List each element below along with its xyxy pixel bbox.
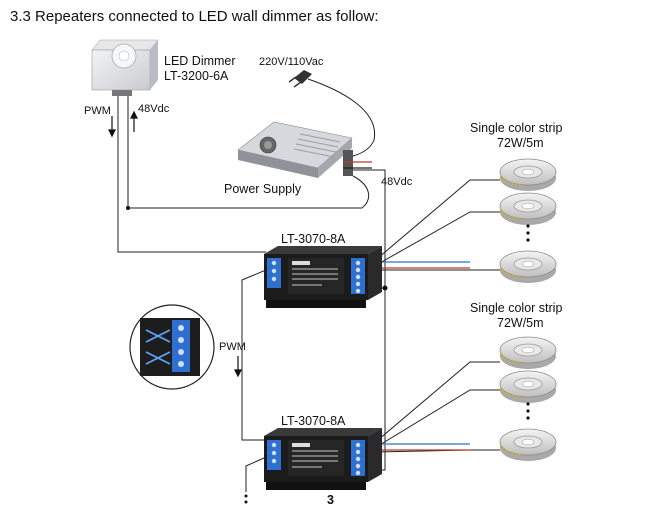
repeater-1 xyxy=(264,246,382,308)
wiring xyxy=(117,96,500,492)
strip-group-1-title: Single color strip xyxy=(470,121,563,135)
pwm-label-top: PWM xyxy=(84,105,111,117)
strip-reel xyxy=(499,158,557,192)
strip-group-1-spec: 72W/5m xyxy=(497,136,544,150)
power-supply-device xyxy=(237,121,353,178)
continuation-dots xyxy=(526,224,530,242)
led-dimmer-device xyxy=(91,39,159,96)
strip-reel xyxy=(499,250,557,284)
colored-wires xyxy=(343,161,470,451)
dimmer-name-label: LED Dimmer xyxy=(164,54,236,68)
strip-group-2-spec: 72W/5m xyxy=(497,316,544,330)
strip-group-2-title: Single color strip xyxy=(470,301,563,315)
page-number: 3 xyxy=(327,493,334,507)
junction-dots xyxy=(126,206,388,291)
vdc-label-top: 48Vdc xyxy=(138,103,170,115)
signal-arrows xyxy=(108,110,242,378)
power-supply-label: Power Supply xyxy=(224,182,302,196)
terminal-zoom-inset xyxy=(129,304,215,390)
strip-reel xyxy=(499,370,557,404)
vdc-label-right: 48Vdc xyxy=(381,176,413,188)
repeater-2-model-label: LT-3070-8A xyxy=(281,414,346,428)
repeater-2 xyxy=(264,428,382,490)
pwm-label-middle: PWM xyxy=(219,341,246,353)
strip-reel xyxy=(499,192,557,226)
dimmer-model-label: LT-3200-6A xyxy=(164,69,229,83)
mains-voltage-label: 220V/110Vac xyxy=(259,56,324,68)
repeater-1-model-label: LT-3070-8A xyxy=(281,232,346,246)
strip-reel xyxy=(499,336,557,370)
mains-plug xyxy=(288,70,376,157)
continuation-dots xyxy=(526,402,530,420)
strip-reel xyxy=(499,428,557,462)
continuation-dots xyxy=(244,494,248,504)
section-heading: 3.3 Repeaters connected to LED wall dimm… xyxy=(10,8,379,25)
